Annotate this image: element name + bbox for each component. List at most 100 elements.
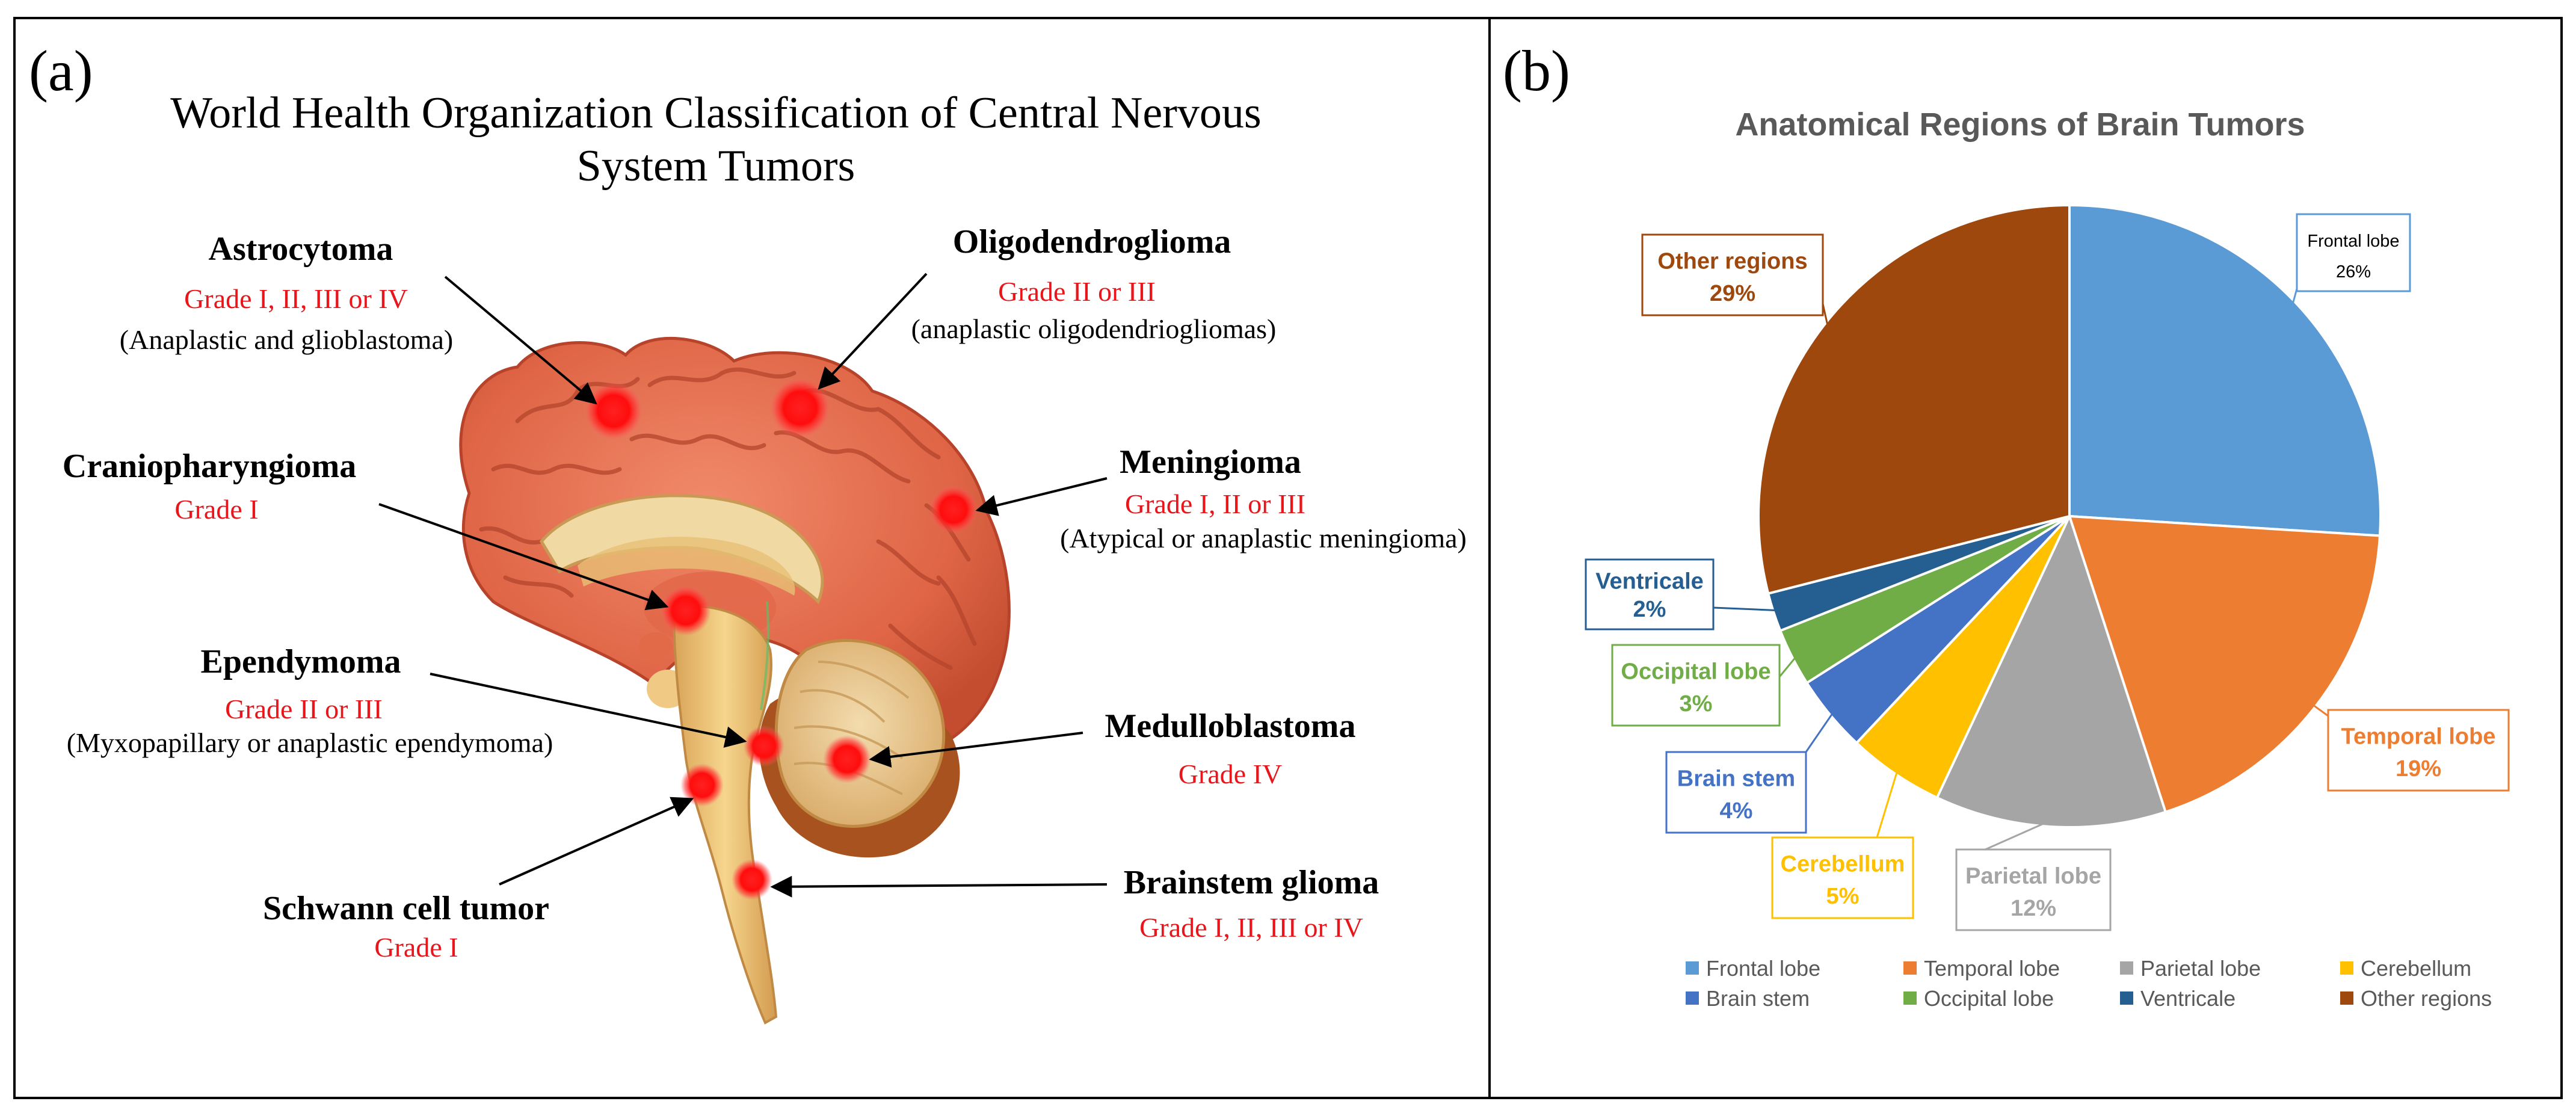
legend-item-other-regions: Other regions — [2340, 986, 2492, 1011]
meningioma-note: (Atypical or anaplastic meningioma) — [1060, 523, 1467, 553]
craniopharyngioma-name: Craniopharyngioma — [63, 448, 357, 485]
oligodendroglioma-name: Oligodendroglioma — [953, 223, 1231, 261]
legend-label-occipital-lobe: Occipital lobe — [1924, 986, 2054, 1011]
data-label-value-frontal-lobe: 26% — [2336, 262, 2371, 282]
callout-leader-occipital-lobe — [1778, 654, 1799, 677]
medulloblastoma-grade: Grade IV — [1179, 759, 1282, 789]
legend-item-parietal-lobe: Parietal lobe — [2120, 956, 2261, 981]
panel-a-label: (a) — [29, 39, 93, 103]
brainstem-glioma-name: Brainstem glioma — [1124, 864, 1379, 901]
craniopharyngioma-grade: Grade I — [174, 494, 258, 525]
legend-swatch-cerebellum — [2340, 961, 2353, 975]
schwann-grade: Grade I — [374, 932, 458, 963]
arrow-ependymoma — [430, 673, 747, 748]
callout-box-frontal-lobe — [2296, 213, 2411, 292]
legend-label-temporal-lobe: Temporal lobe — [1924, 956, 2060, 981]
chart-legend: Frontal lobe Temporal lobe Parietal lobe Ce… — [1686, 956, 2492, 1011]
arrow-brainstem-glioma — [770, 875, 1108, 898]
pie-slice-frontal-lobe — [2068, 203, 2382, 537]
panel-b: (b) Anatomical Regions of Brain Tumors F… — [1503, 39, 2510, 1011]
callout-leader-ventricale — [1713, 606, 1779, 612]
data-label-value-temporal-lobe: 19% — [2396, 756, 2441, 782]
astrocytoma-note: (Anaplastic and glioblastoma) — [120, 324, 453, 355]
tumor-dot-medulloblastoma — [823, 735, 871, 783]
tumor-dot-oligodendroglioma — [770, 378, 830, 438]
pie-slice-other-regions — [1757, 203, 2071, 596]
legend-swatch-temporal-lobe — [1903, 961, 1917, 975]
tumor-dot-schwann — [680, 763, 724, 807]
legend-item-brain-stem: Brain stem — [1686, 986, 1810, 1011]
gyri-texture — [479, 367, 977, 670]
ependymoma-note: (Myxopapillary or anaplastic ependymoma) — [67, 727, 553, 758]
legend-label-cerebellum: Cerebellum — [2361, 956, 2471, 981]
panel-b-label: (b) — [1503, 39, 1570, 103]
legend-item-occipital-lobe: Occipital lobe — [1903, 986, 2054, 1011]
data-label-value-parietal-lobe: 12% — [2011, 896, 2056, 921]
legend-item-temporal-lobe: Temporal lobe — [1903, 956, 2060, 981]
data-label-category-ventricale: Ventricale — [1595, 569, 1704, 594]
callout-box-other-regions — [1641, 233, 1824, 316]
legend-label-parietal-lobe: Parietal lobe — [2140, 956, 2261, 981]
callout-box-ventricale — [1585, 558, 1715, 631]
tumor-dot-meningioma — [929, 486, 978, 534]
callout-box-cerebellum — [1771, 836, 1914, 919]
brainstem-spinal-cord — [672, 605, 778, 1025]
callout-box-occipital-lobe — [1611, 644, 1781, 727]
pie-callouts: Frontal lobe 26% Temporal lobe 19% Parietal … — [1585, 213, 2510, 931]
data-label-category-occipital-lobe: Occipital lobe — [1621, 659, 1770, 684]
tumor-markers — [585, 378, 978, 900]
legend-item-cerebellum: Cerebellum — [2340, 956, 2471, 981]
legend-swatch-ventricale — [2120, 991, 2133, 1005]
tumor-dot-craniopharyngioma — [661, 585, 711, 636]
callout-leader-parietal-lobe — [1985, 819, 2051, 851]
callout-box-brain-stem — [1665, 751, 1807, 834]
legend-swatch-frontal-lobe — [1686, 961, 1699, 975]
pie-slice-parietal-lobe — [1935, 513, 2168, 828]
arrow-oligodendroglioma — [818, 273, 928, 390]
data-label-value-brain-stem: 4% — [1720, 798, 1753, 824]
meningioma-name: Meningioma — [1120, 443, 1301, 481]
data-label-category-parietal-lobe: Parietal lobe — [1965, 863, 2101, 889]
data-label-value-cerebellum: 5% — [1826, 884, 1860, 909]
arrow-schwann — [499, 797, 694, 886]
legend-item-frontal-lobe: Frontal lobe — [1686, 956, 1820, 981]
callout-ventricale: Ventricale 2% — [1585, 558, 1779, 631]
data-label-category-temporal-lobe: Temporal lobe — [2341, 724, 2496, 749]
schwann-name: Schwann cell tumor — [263, 890, 549, 927]
callout-arrows — [378, 273, 1108, 898]
callout-leader-temporal-lobe — [2309, 702, 2329, 717]
callout-leader-brain-stem — [1805, 710, 1835, 753]
data-label-value-ventricale: 2% — [1633, 597, 1666, 622]
panel-a: (a) World Health Organization Classifica… — [29, 39, 1467, 1025]
data-label-category-brain-stem: Brain stem — [1677, 766, 1795, 791]
arrow-medulloblastoma — [869, 732, 1083, 768]
pie-slice-cerebellum — [1855, 515, 2071, 800]
brain-illustration — [459, 337, 1011, 1025]
legend-label-ventricale: Ventricale — [2140, 986, 2236, 1011]
legend-swatch-occipital-lobe — [1903, 991, 1917, 1005]
callout-box-temporal-lobe — [2327, 709, 2510, 792]
ependymoma-name: Ependymoma — [201, 643, 401, 680]
arrow-craniopharyngioma — [378, 503, 669, 611]
tumor-dot-brainstem-glioma — [732, 859, 772, 900]
astrocytoma-name: Astrocytoma — [209, 230, 393, 268]
ventricle-line — [760, 601, 769, 711]
diagram-title-line1: World Health Organization Classification… — [170, 88, 1261, 138]
callout-frontal-lobe: Frontal lobe 26% — [2291, 213, 2411, 308]
pie-slices — [1757, 203, 2382, 828]
legend-label-frontal-lobe: Frontal lobe — [1706, 956, 1820, 981]
legend-item-ventricale: Ventricale — [2120, 986, 2236, 1011]
tumor-dot-astrocytoma — [585, 382, 642, 440]
legend-swatch-parietal-lobe — [2120, 961, 2133, 975]
data-label-category-frontal-lobe: Frontal lobe — [2307, 232, 2399, 251]
data-label-category-other-regions: Other regions — [1657, 248, 1807, 274]
pituitary — [639, 632, 673, 661]
thalamus — [578, 537, 795, 596]
callout-leader-cerebellum — [1876, 768, 1899, 838]
astrocytoma-grade: Grade I, II, III or IV — [184, 283, 408, 314]
tumor-labels: Astrocytoma Grade I, II, III or IV (Anap… — [63, 223, 1467, 963]
